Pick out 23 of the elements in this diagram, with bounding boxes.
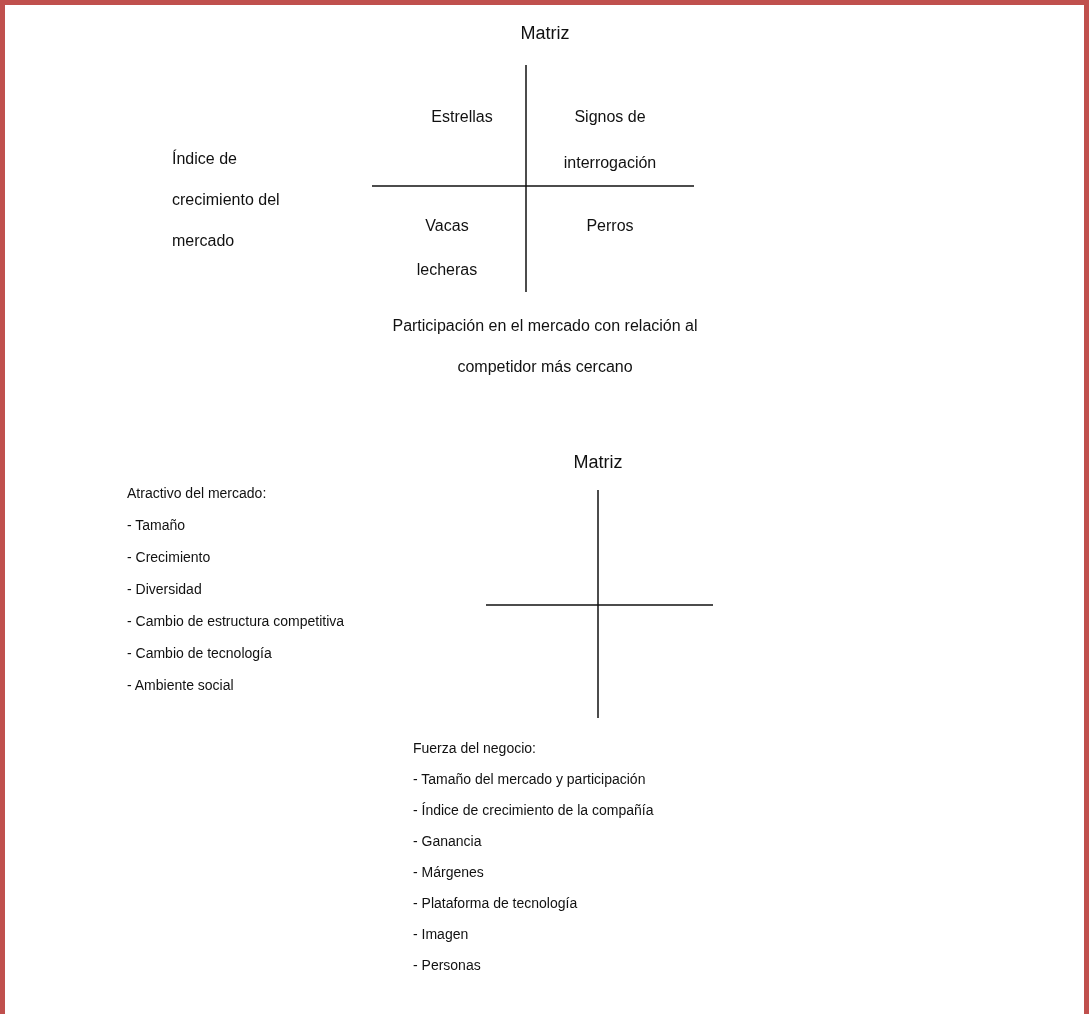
quadrant-label: Signos de interrogación bbox=[562, 107, 658, 173]
quadrant-label: Estrellas bbox=[430, 107, 494, 127]
axis-label: Participación en el mercado con relación al competidor más cercano bbox=[391, 316, 699, 377]
list-item: - Ganancia bbox=[413, 832, 483, 850]
list-item: - Tamaño bbox=[127, 516, 187, 534]
list-item: - Crecimiento bbox=[127, 548, 212, 566]
axis-label: Índice de crecimiento del mercado bbox=[172, 148, 281, 251]
list-item: - Plataforma de tecnología bbox=[413, 894, 579, 912]
quadrant-label: Perros bbox=[585, 216, 635, 236]
list-heading: Fuerza del negocio: bbox=[413, 739, 537, 757]
list-item: - Imagen bbox=[413, 925, 470, 943]
matrix-title: Matriz bbox=[519, 22, 571, 45]
list-item: - Cambio de tecnología bbox=[127, 644, 273, 662]
list-item: - Tamaño del mercado y participación bbox=[413, 770, 647, 788]
list-item: - Ambiente social bbox=[127, 676, 235, 694]
list-item: - Márgenes bbox=[413, 863, 485, 881]
quadrant-label: Vacas lecheras bbox=[415, 216, 479, 280]
matrix-title: Matriz bbox=[572, 451, 624, 474]
list-item: - Índice de crecimiento de la compañía bbox=[413, 801, 655, 819]
list-item: - Personas bbox=[413, 956, 482, 974]
list-item: - Cambio de estructura competitiva bbox=[127, 612, 346, 630]
list-item: - Diversidad bbox=[127, 580, 203, 598]
list-heading: Atractivo del mercado: bbox=[127, 484, 268, 502]
